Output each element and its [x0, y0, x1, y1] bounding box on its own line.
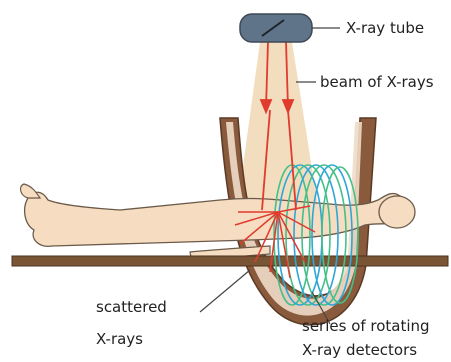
label-detectors-2: X-ray detectors [302, 341, 417, 359]
label-beam: beam of X-rays [320, 73, 434, 91]
label-xray-tube: X-ray tube [346, 19, 424, 37]
label-detectors-1: series of rotating [302, 317, 430, 335]
xray-tube [240, 14, 312, 42]
label-scattered-2: X-rays [96, 330, 143, 348]
label-scattered-1: scattered [96, 298, 167, 316]
patient-table [12, 256, 448, 266]
